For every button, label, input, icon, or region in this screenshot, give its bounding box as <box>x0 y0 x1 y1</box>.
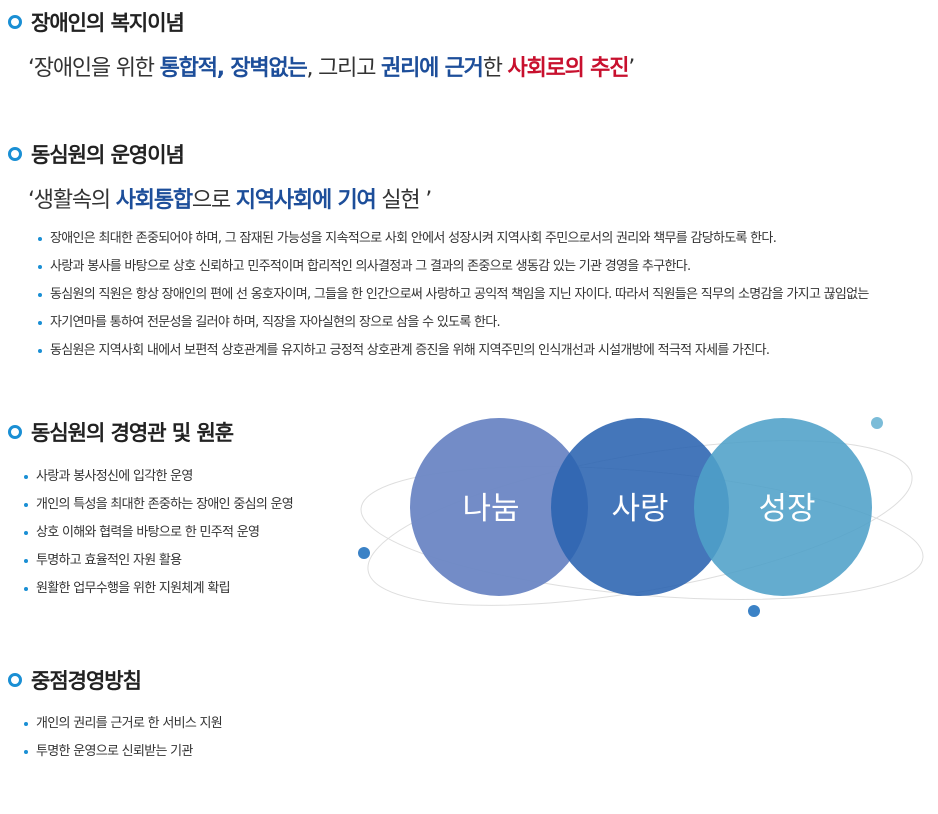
list-item: 원활한 업무수행을 위한 지원체계 확립 <box>24 579 293 607</box>
venn-label-growth: 성장 <box>758 491 815 527</box>
focus-title: 중점경영방침 <box>31 669 142 693</box>
motto-text: ‘생활속의 <box>28 188 116 213</box>
motto-text: 한 <box>482 56 508 81</box>
focus-list: 개인의 권리를 근거로 한 서비스 지원 투명한 운영으로 신뢰받는 기관 <box>24 714 223 770</box>
list-item: 자기연마를 통하여 전문성을 길러야 하며, 직장을 자아실현의 장으로 삼을 … <box>38 313 869 341</box>
list-item: 개인의 특성을 최대한 존중하는 장애인 중심의 운영 <box>24 495 294 523</box>
motto-keyword: 권리에 근거 <box>381 56 484 81</box>
operation-principles-list: 장애인은 최대한 존중되어야 하며, 그 잠재된 가능성을 지속적으로 사회 안… <box>38 229 869 369</box>
list-item: 장애인은 최대한 존중되어야 하며, 그 잠재된 가능성을 지속적으로 사회 안… <box>38 229 869 257</box>
list-item: 투명하고 효율적인 자원 활용 <box>24 551 293 579</box>
list-item: 동심원은 지역사회 내에서 보편적 상호관계를 유지하고 긍정적 상호관계 증진… <box>38 341 869 369</box>
welfare-title: 장애인의 복지이념 <box>31 11 185 35</box>
motto-text: ’ <box>628 56 635 81</box>
welfare-motto: ‘장애인을 위한 통합적, 장벽없는, 그리고 권리에 근거한 사회로의 추진’ <box>28 50 635 82</box>
circle-bullet-icon <box>8 673 22 687</box>
orbit-dot-left <box>358 547 370 559</box>
circle-bullet-icon <box>8 147 22 161</box>
venn-circle-love <box>551 418 729 596</box>
list-item: 사랑과 봉사정신에 입각한 운영 <box>24 467 293 495</box>
list-item: 상호 이해와 협력을 바탕으로 한 민주적 운영 <box>24 523 293 551</box>
motto-text: 으로 <box>191 188 236 213</box>
list-item: 개인의 권리를 근거로 한 서비스 지원 <box>24 714 223 742</box>
circle-bullet-icon <box>8 425 22 439</box>
section-title-focus: 중점경영방침 <box>8 665 142 695</box>
venn-circle-growth <box>694 418 872 596</box>
motto-keyword: 통합적, 장벽없는 <box>159 56 308 81</box>
motto-text: 실현 ’ <box>375 188 432 213</box>
venn-label-love: 사랑 <box>611 491 668 527</box>
motto-keyword: 지역사회에 기여 <box>235 188 377 213</box>
circle-bullet-icon <box>8 15 22 29</box>
motto-keyword-red: 사회로의 추진 <box>507 56 630 81</box>
list-item: 투명한 운영으로 신뢰받는 기관 <box>24 742 222 770</box>
management-list: 사랑과 봉사정신에 입각한 운영 개인의 특성을 최대한 존중하는 장애인 중심… <box>24 467 294 607</box>
motto-keyword: 사회통합 <box>115 188 193 213</box>
motto-text: , 그리고 <box>306 56 382 81</box>
orbit-dot-top <box>871 417 883 429</box>
venn-label-sharing: 나눔 <box>462 491 519 527</box>
section-title-welfare: 장애인의 복지이념 <box>8 7 185 37</box>
venn-circle-sharing <box>410 418 588 596</box>
section-title-operation: 동심원의 운영이념 <box>8 139 185 169</box>
list-item: 동심원의 직원은 항상 장애인의 편에 선 옹호자이며, 그들을 한 인간으로써… <box>38 285 869 313</box>
orbit-dot-bottom <box>748 605 760 617</box>
list-item: 사랑과 봉사를 바탕으로 상호 신뢰하고 민주적이며 합리적인 의사결정과 그 … <box>38 257 869 285</box>
operation-title: 동심원의 운영이념 <box>31 143 185 167</box>
management-title: 동심원의 경영관 및 원훈 <box>31 421 234 445</box>
values-venn-diagram: 나눔 사랑 성장 <box>358 417 924 617</box>
operation-motto: ‘생활속의 사회통합으로 지역사회에 기여 실현 ’ <box>28 182 432 214</box>
section-title-management: 동심원의 경영관 및 원훈 <box>8 417 234 447</box>
motto-text: ‘장애인을 위한 <box>28 56 160 81</box>
